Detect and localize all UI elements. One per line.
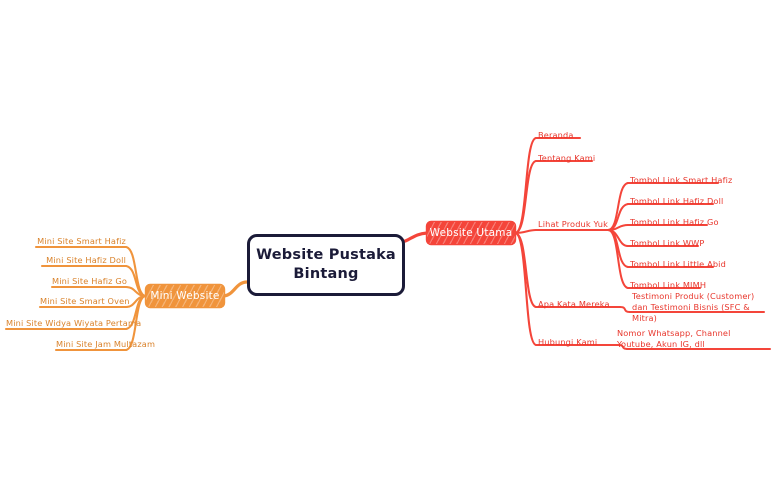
node-tombol-link-wwp[interactable]: Tombol Link WWP	[630, 238, 705, 248]
node-mini-site-hafiz-doll[interactable]: Mini Site Hafiz Doll	[46, 255, 126, 265]
node-lihat-produk-yuk[interactable]: Lihat Produk Yuk	[538, 219, 608, 229]
node-kontak-detail[interactable]: Nomor Whatsapp, Channel Youtube, Akun IG…	[617, 328, 731, 350]
root-node-label: Website Pustaka Bintang	[256, 247, 396, 282]
node-tombol-link-mimh[interactable]: Tombol Link MIMH	[630, 280, 707, 290]
node-tombol-link-smart-hafiz[interactable]: Tombol Link Smart Hafiz	[630, 175, 733, 185]
node-tentang-kami[interactable]: Tentang Kami	[538, 153, 596, 163]
node-apa-kata-mereka[interactable]: Apa Kata Mereka	[538, 299, 610, 309]
node-testimoni-detail[interactable]: Testimoni Produk (Customer) dan Testimon…	[632, 291, 755, 324]
node-mini-site-hafiz-go[interactable]: Mini Site Hafiz Go	[52, 276, 128, 286]
branch-node-website-utama[interactable]: Website Utama	[427, 222, 515, 244]
node-mini-site-smart-hafiz[interactable]: Mini Site Smart Hafiz	[37, 236, 126, 246]
branch-node-website-utama-label: Website Utama	[429, 227, 513, 239]
node-mini-site-widya-wiyata-pertama[interactable]: Mini Site Widya Wiyata Pertama	[6, 318, 142, 328]
branch-node-mini-website-label: Mini Website	[150, 290, 220, 302]
node-mini-site-smart-oven[interactable]: Mini Site Smart Oven	[40, 296, 130, 306]
node-tombol-link-little-abid[interactable]: Tombol Link Little Abid	[630, 259, 726, 269]
branch-node-mini-website[interactable]: Mini Website	[146, 285, 224, 307]
node-hubungi-kami[interactable]: Hubungi Kami	[538, 337, 598, 347]
node-tombol-link-hafiz-go[interactable]: Tombol Link Hafiz Go	[630, 217, 719, 227]
root-node[interactable]: Website Pustaka Bintang	[247, 234, 405, 296]
node-beranda[interactable]: Beranda	[538, 130, 574, 140]
node-mini-site-jam-multazam[interactable]: Mini Site Jam Multazam	[56, 339, 156, 349]
node-tombol-link-hafiz-doll[interactable]: Tombol Link Hafiz Doll	[630, 196, 724, 206]
